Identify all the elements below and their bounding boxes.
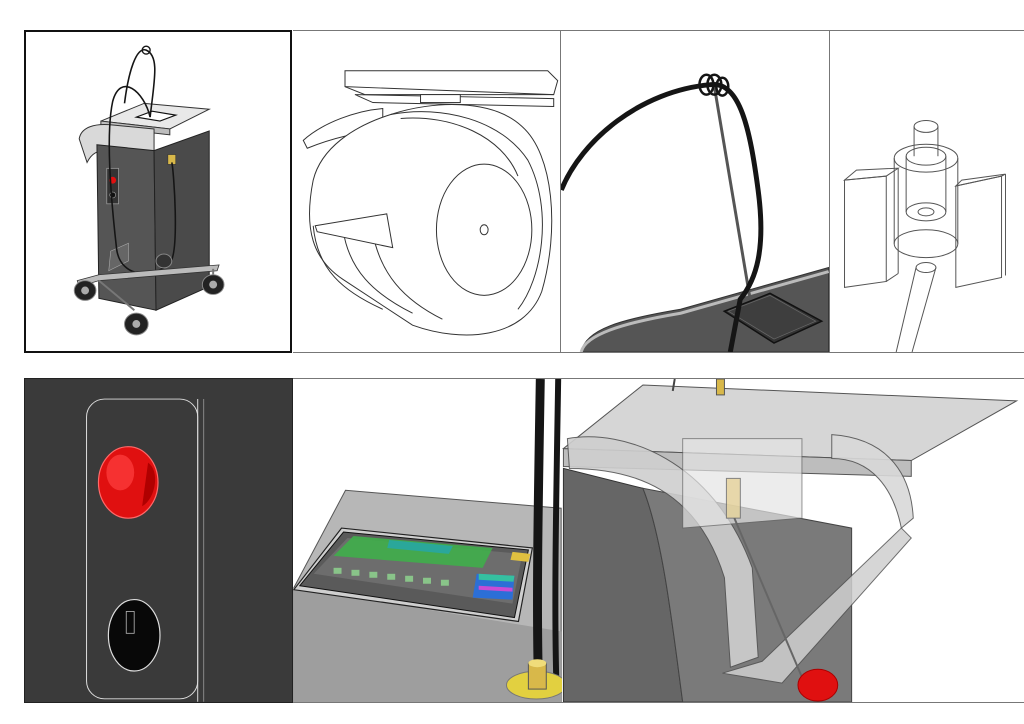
cable-loop-drawing xyxy=(561,73,829,352)
connector-detail-panel xyxy=(830,30,1024,353)
key-switch-icon xyxy=(107,598,161,672)
cart-overview-drawing xyxy=(73,45,225,336)
control-plate-drawing xyxy=(86,398,205,702)
touch-display-drawing xyxy=(293,379,562,702)
overview-panel xyxy=(24,30,292,353)
wheel-detail-panel xyxy=(293,30,561,353)
connector-wireframe-drawing xyxy=(842,119,1007,352)
display-detail-panel xyxy=(293,378,562,703)
handle-detail-panel xyxy=(562,378,1024,703)
handle-detail-drawing xyxy=(562,379,1019,702)
cable-detail-panel xyxy=(561,30,830,353)
button-detail-panel xyxy=(24,378,293,703)
caster-wheel-drawing xyxy=(302,70,559,336)
